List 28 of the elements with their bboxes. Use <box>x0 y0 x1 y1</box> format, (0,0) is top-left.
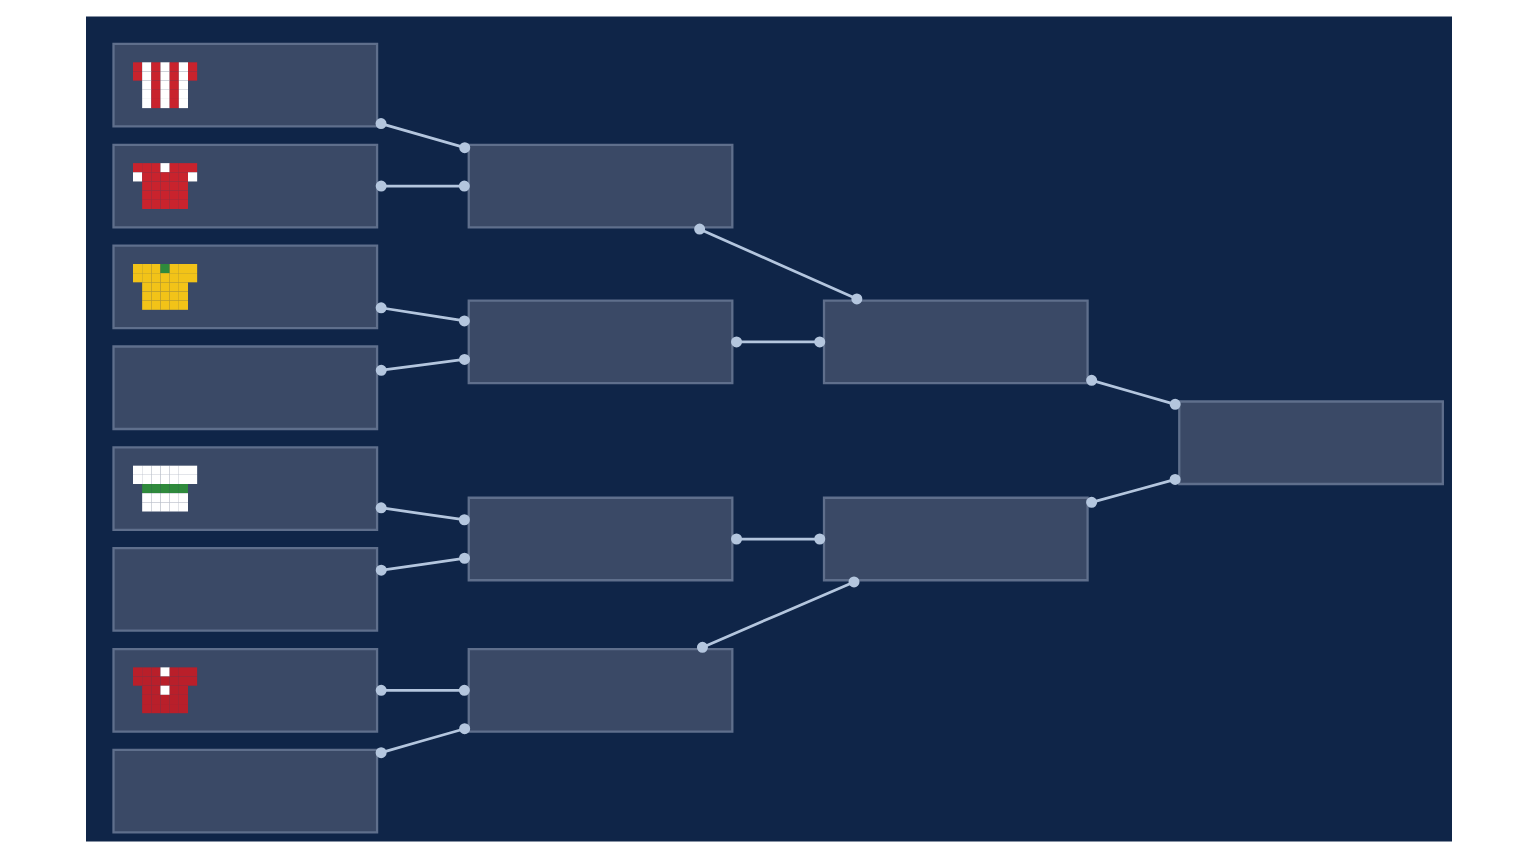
connector <box>374 302 469 327</box>
node-box <box>821 496 1088 582</box>
cluster <box>111 647 378 733</box>
node-box <box>466 496 733 582</box>
connector <box>730 336 825 348</box>
cluster <box>111 446 378 531</box>
connector <box>374 552 470 576</box>
node-box <box>466 299 733 385</box>
node-box <box>1177 400 1443 486</box>
connector <box>374 502 469 526</box>
node-box <box>821 299 1088 385</box>
node-box <box>466 647 733 733</box>
cluster <box>111 244 378 330</box>
connector <box>693 223 862 305</box>
node-box <box>111 547 378 632</box>
connector <box>374 723 470 759</box>
connector <box>730 533 825 545</box>
connector <box>374 180 469 192</box>
node-box <box>111 748 378 834</box>
connector <box>374 353 470 376</box>
node-box <box>466 143 733 229</box>
connector <box>1085 374 1180 410</box>
connector <box>374 118 470 154</box>
cluster <box>111 143 378 229</box>
node-box <box>111 345 378 431</box>
connector <box>1085 473 1180 508</box>
connector <box>374 684 469 696</box>
connector <box>695 576 859 653</box>
